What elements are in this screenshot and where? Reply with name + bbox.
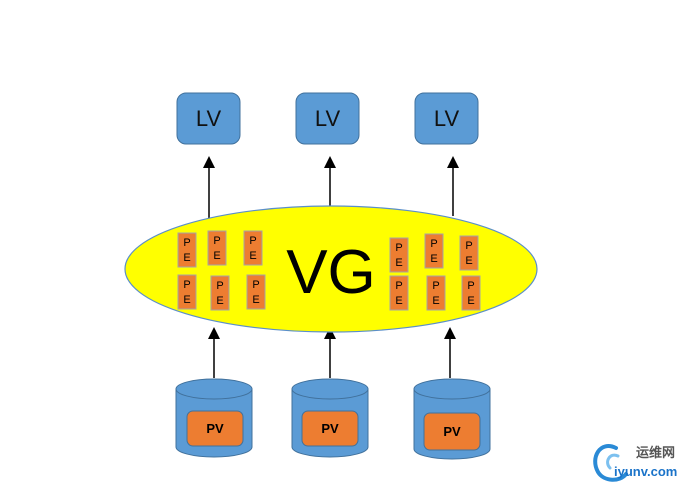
pe-block-8: PE [424,233,444,269]
pe-label-bottom: E [183,294,190,306]
lv-box-3: LV [414,92,479,145]
vg-label: VG [286,238,376,307]
pe-block-2: PE [207,230,227,266]
pv-cylinder-2: PV [291,378,369,458]
pe-label-bottom: E [183,252,190,264]
lv-box-1: LV [176,92,241,145]
pe-label-bottom: E [395,295,402,307]
pe-label-bottom: E [467,295,474,307]
pe-block-1: PE [177,232,197,268]
lv-label-3: LV [434,106,460,131]
watermark-swirl-icon [593,444,628,482]
pe-label-bottom: E [213,250,220,262]
watermark-domain-text: iyunv.com [614,464,677,479]
watermark-chinese-text: 运维网 [636,445,675,461]
pe-label-top: P [467,280,474,292]
lv-box-2: LV [295,92,360,145]
pe-label-top: P [432,280,439,292]
pe-block-9: PE [459,235,479,271]
pe-label-bottom: E [465,255,472,267]
pe-block-5: PE [210,275,230,311]
watermark-logo: 运维网 iyunv.com [593,444,677,482]
pe-label-bottom: E [430,253,437,265]
pv-cylinder-3: PV [413,378,491,460]
pe-block-6: PE [246,274,266,310]
pe-label-top: P [183,279,190,291]
pe-label-top: P [183,237,190,249]
pe-label-bottom: E [252,294,259,306]
pe-block-4: PE [177,274,197,310]
pe-label-top: P [216,280,223,292]
lv-arrows [203,156,459,218]
pe-block-11: PE [426,275,446,311]
pe-label-bottom: E [216,295,223,307]
lv-label-2: LV [315,106,341,131]
pe-block-10: PE [389,275,409,311]
pe-label-top: P [430,238,437,250]
pe-label-top: P [395,242,402,254]
pe-block-12: PE [461,275,481,311]
pe-label-top: P [252,279,259,291]
lv-label-1: LV [196,106,222,131]
pe-label-bottom: E [432,295,439,307]
pv-cylinder-1: PV [175,378,253,458]
pv-label-1: PV [206,421,224,436]
pe-label-top: P [465,240,472,252]
pe-label-top: P [249,235,256,247]
pe-block-3: PE [243,230,263,266]
pv-label-2: PV [321,421,339,436]
pe-label-bottom: E [395,257,402,269]
pe-label-bottom: E [249,250,256,262]
pv-label-3: PV [443,424,461,439]
pe-label-top: P [395,280,402,292]
pe-label-top: P [213,235,220,247]
pe-block-7: PE [389,237,409,273]
pv-arrows [208,327,456,378]
